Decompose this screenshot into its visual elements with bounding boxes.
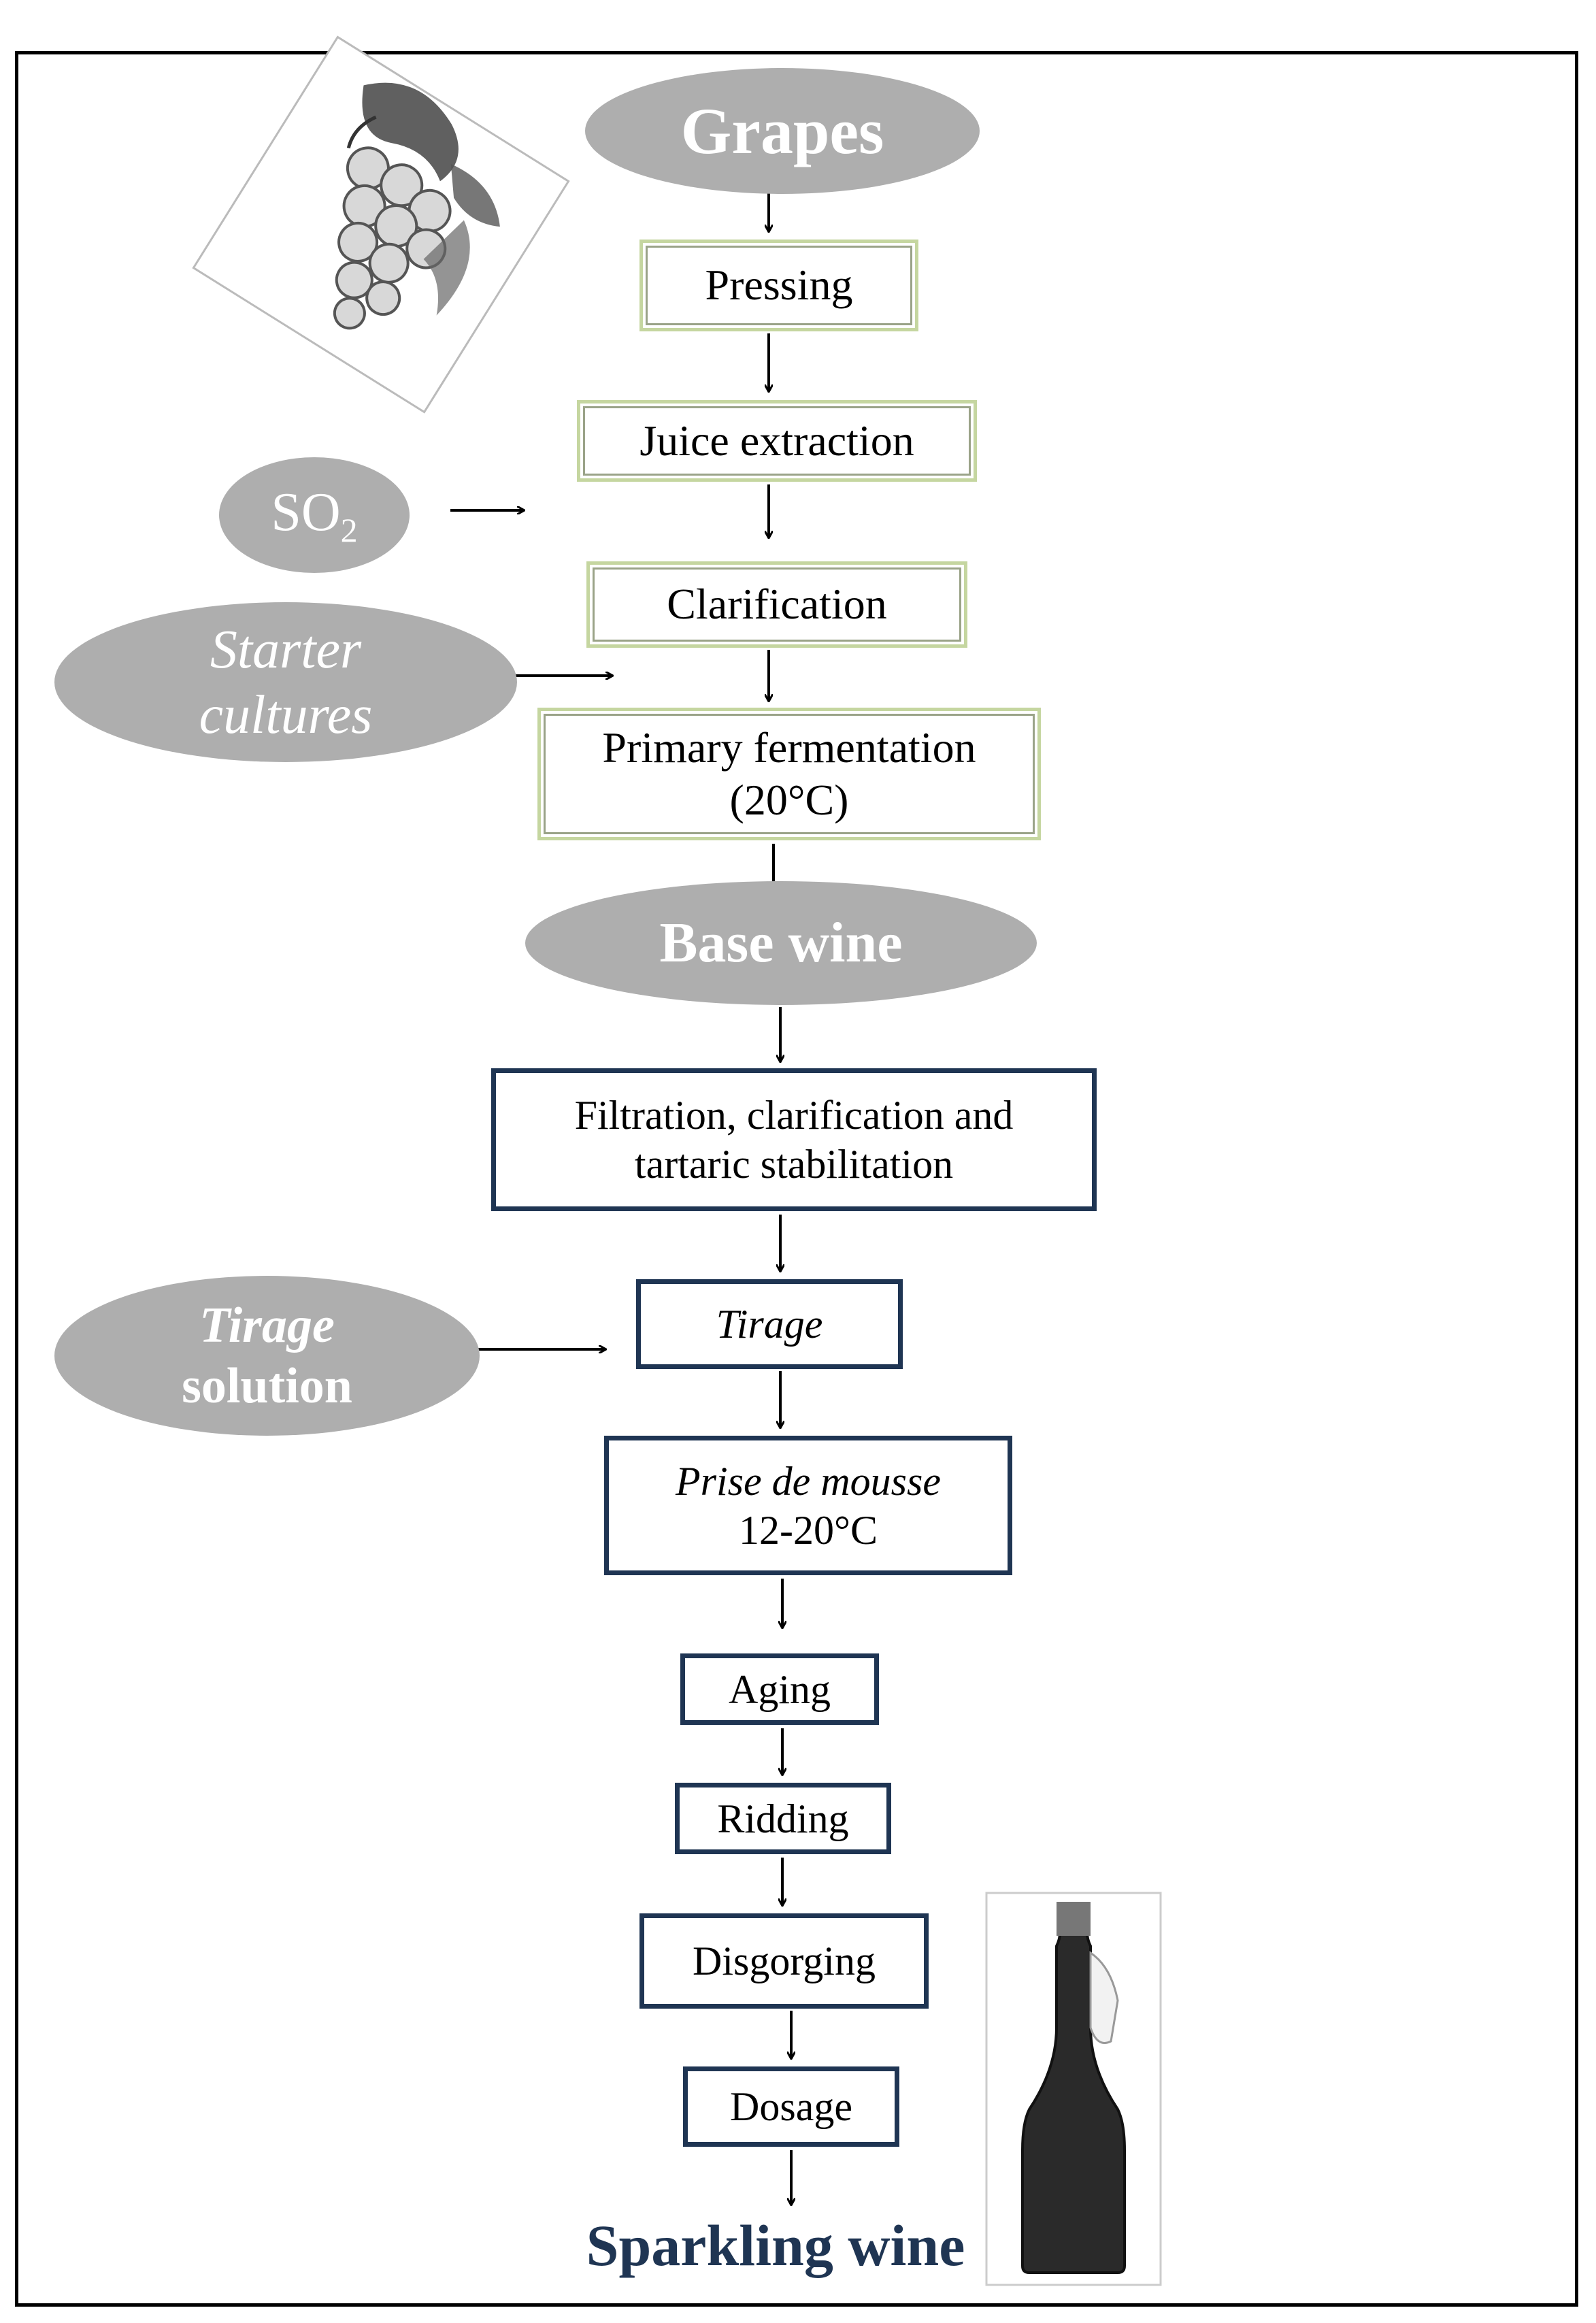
step-filtration-label: Filtration, clarification and tartaric s…	[574, 1093, 1014, 1187]
oval-starter-label: Starter cultures	[199, 619, 373, 745]
step-tirage-label: Tirage	[716, 1302, 823, 1347]
step-prise-de-mousse: Prise de mousse 12-20°C	[604, 1436, 1012, 1575]
step-filtration: Filtration, clarification and tartaric s…	[491, 1068, 1097, 1211]
step-prise-label: Prise de mousse 12-20°C	[676, 1458, 941, 1553]
step-clarification-label: Clarification	[667, 580, 887, 629]
output-sparkling-wine: Sparkling wine	[586, 2213, 965, 2278]
oval-so2: SO2	[219, 457, 410, 573]
grapes-illustration	[192, 35, 570, 414]
oval-grapes-label: Grapes	[680, 94, 884, 167]
oval-base-wine-label: Base wine	[659, 910, 903, 974]
step-disgorging-label: Disgorging	[693, 1939, 876, 1983]
step-disgorging: Disgorging	[639, 1913, 929, 2009]
step-aging-label: Aging	[729, 1666, 831, 1712]
step-tirage: Tirage	[636, 1279, 903, 1369]
oval-tirage-solution: Tirage solution	[54, 1276, 480, 1436]
step-dosage: Dosage	[683, 2066, 899, 2147]
oval-so2-label: SO2	[271, 482, 358, 549]
step-dosage-label: Dosage	[730, 2084, 852, 2129]
step-clarification: Clarification	[586, 561, 967, 648]
step-primary-fermentation: Primary fermentation (20°C)	[537, 708, 1041, 840]
step-aging: Aging	[680, 1653, 879, 1725]
step-primary-label: Primary fermentation (20°C)	[602, 723, 976, 824]
oval-grapes: Grapes	[585, 68, 980, 194]
oval-base-wine: Base wine	[525, 881, 1037, 1005]
oval-tirage-label: Tirage solution	[182, 1297, 352, 1414]
oval-starter-cultures: Starter cultures	[54, 602, 517, 762]
step-ridding-label: Ridding	[717, 1796, 849, 1841]
diagram-frame	[15, 51, 1578, 2307]
step-juice-label: Juice extraction	[639, 416, 914, 465]
step-juice-extraction: Juice extraction	[577, 400, 977, 482]
wine-bottle-illustration	[985, 1892, 1162, 2286]
step-pressing-label: Pressing	[705, 261, 853, 310]
step-pressing: Pressing	[639, 240, 918, 331]
step-ridding: Ridding	[675, 1783, 891, 1854]
